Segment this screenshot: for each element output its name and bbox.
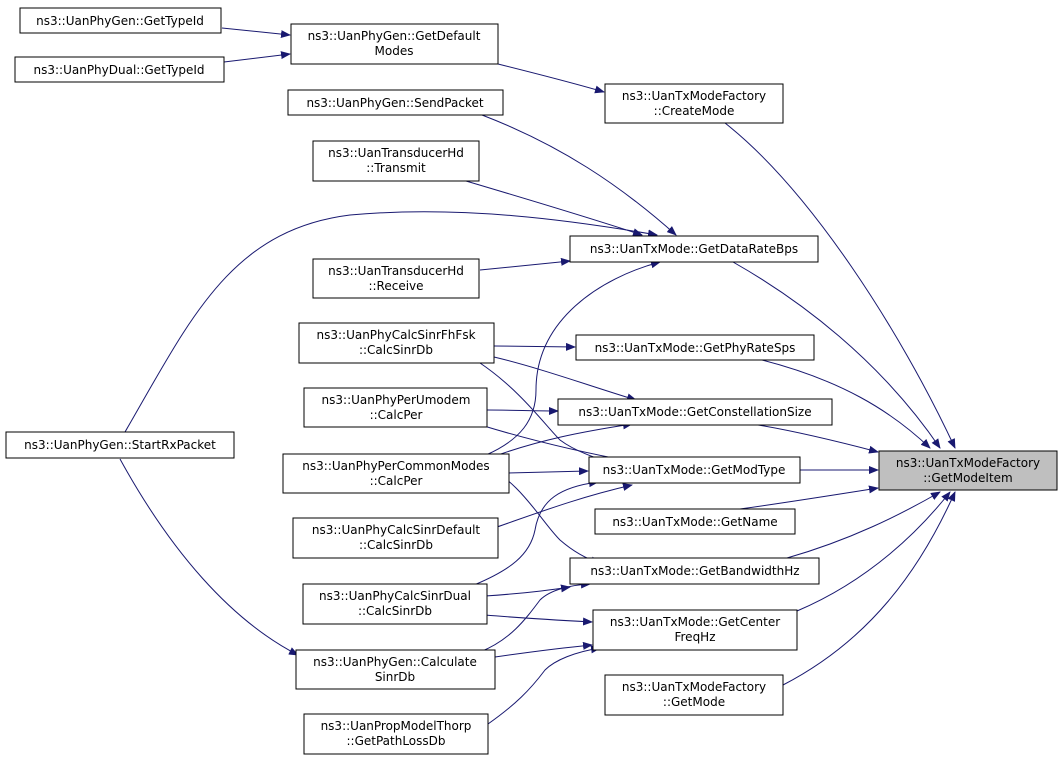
- node-getcenterfreqhz[interactable]: ns3::UanTxMode::GetCenter FreqHz: [592, 609, 798, 651]
- edge-bandwidth-target: [786, 491, 941, 559]
- node-label-line-2: ::CalcSinrDb: [359, 343, 433, 357]
- node-calcsinrdual[interactable]: ns3::UanPhyCalcSinrDual ::CalcSinrDb: [302, 583, 488, 625]
- edge-gtid2-defmodes: [223, 51, 291, 63]
- node-label-line-2: ::CalcPer: [370, 474, 423, 488]
- edge-fhfsk-constsize: [493, 356, 637, 402]
- node-label-line-1: ns3::UanPhyCalcSinrFhFsk: [316, 328, 475, 342]
- node-calcsinrfhfsk[interactable]: ns3::UanPhyCalcSinrFhFsk ::CalcSinrDb: [298, 322, 495, 364]
- node-label: ns3::UanTxMode::GetBandwidthHz: [590, 564, 799, 578]
- node-label-line-1: ns3::UanPhyGen::GetDefault: [308, 29, 481, 43]
- node-label-line-1: ns3::UanPhyCalcSinrDual: [319, 589, 471, 603]
- node-calculatesinrdb[interactable]: ns3::UanPhyGen::Calculate SinrDb: [295, 649, 496, 690]
- edge-common-modtype: [507, 467, 589, 476]
- node-label-line-2: ::CalcSinrDb: [359, 538, 433, 552]
- node-label: ns3::UanPhyGen::SendPacket: [306, 96, 483, 110]
- node-getphyratesps[interactable]: ns3::UanTxMode::GetPhyRateSps: [575, 334, 815, 361]
- edge-sinrdual-modtype: [473, 479, 599, 586]
- node-label: ns3::UanTxMode::GetDataRateBps: [590, 242, 798, 256]
- node-label: ns3::UanTxMode::GetName: [612, 515, 777, 529]
- node-label-line-1: ns3::UanTxMode::GetCenter: [610, 615, 780, 629]
- node-label-line-1: ns3::UanTxModeFactory: [622, 89, 766, 103]
- node-label: ns3::UanPhyGen::GetTypeId: [36, 14, 204, 28]
- node-label-line-2: ::CreateMode: [654, 104, 735, 118]
- node-label: ns3::UanTxMode::GetModType: [603, 463, 786, 477]
- edge-calcsinr-bandwidth: [479, 580, 591, 653]
- node-label-line-1: ns3::UanPhyPerCommonModes: [302, 459, 489, 473]
- node-label-line-2: ::CalcSinrDb: [358, 604, 432, 618]
- node-getconstellationsize[interactable]: ns3::UanTxMode::GetConstellationSize: [557, 398, 833, 426]
- node-layer: ns3::UanTxModeFactory ::GetModeItem ns3:…: [5, 7, 1058, 755]
- edge-sinrdef-modtype: [496, 483, 633, 528]
- node-label-line-2: Modes: [375, 44, 414, 58]
- edge-gtid1-defmodes: [221, 27, 291, 39]
- edge-getmode-target: [782, 491, 956, 686]
- node-label-line-2: ::CalcPer: [370, 408, 423, 422]
- node-label-line-2: ::GetPathLossDb: [346, 734, 445, 748]
- node-propmodelthorp[interactable]: ns3::UanPropModelThorp ::GetPathLossDb: [303, 713, 489, 755]
- node-label: ns3::UanTxMode::GetConstellationSize: [578, 405, 811, 419]
- edge-thorp-center: [487, 645, 601, 725]
- node-sendpacket[interactable]: ns3::UanPhyGen::SendPacket: [287, 89, 504, 116]
- node-label: ns3::UanTxMode::GetPhyRateSps: [595, 341, 796, 355]
- node-label-line-1: ns3::UanTxModeFactory: [896, 456, 1040, 470]
- edge-calcsinr-center: [494, 641, 593, 658]
- node-label-line-1: ns3::UanTxModeFactory: [622, 680, 766, 694]
- node-label-line-2: ::GetModeItem: [923, 471, 1012, 485]
- edge-layer: [119, 27, 956, 725]
- node-label-line-1: ns3::UanPropModelThorp: [321, 719, 472, 733]
- node-transducerhd-receive[interactable]: ns3::UanTransducerHd ::Receive: [312, 258, 480, 299]
- edge-create-target: [724, 122, 956, 449]
- node-label-line-2: ::Receive: [368, 279, 423, 293]
- node-getmodtype[interactable]: ns3::UanTxMode::GetModType: [588, 456, 801, 484]
- edge-sendpkt-datarate: [481, 114, 677, 236]
- node-percommonmodes-calcper[interactable]: ns3::UanPhyPerCommonModes ::CalcPer: [282, 453, 510, 494]
- edge-datarate-target: [732, 261, 941, 449]
- edge-startrx-datarate: [124, 211, 658, 433]
- node-label-line-2: ::Transmit: [366, 161, 426, 175]
- edge-physps-target: [761, 359, 931, 449]
- edge-receive-datarate: [479, 257, 571, 271]
- node-label-line-1: ns3::UanTransducerHd: [328, 146, 464, 160]
- edge-constsize-target: [757, 424, 879, 454]
- edge-name-target: [739, 485, 879, 510]
- node-startrxpacket[interactable]: ns3::UanPhyGen::StartRxPacket: [5, 431, 235, 459]
- node-getdataratebps[interactable]: ns3::UanTxMode::GetDataRateBps: [569, 235, 819, 263]
- edge-center-target: [796, 491, 951, 612]
- edge-startrx-calcsinr: [119, 458, 299, 656]
- node-getdefaultmodes[interactable]: ns3::UanPhyGen::GetDefault Modes: [290, 23, 499, 65]
- node-label-line-1: ns3::UanPhyPerUmodem: [322, 393, 471, 407]
- edge-umodem-constsize: [486, 406, 559, 415]
- node-calcsinrdefault[interactable]: ns3::UanPhyCalcSinrDefault ::CalcSinrDb: [292, 517, 499, 559]
- node-getname[interactable]: ns3::UanTxMode::GetName: [594, 508, 796, 535]
- edge-defmodes-create: [497, 63, 605, 94]
- edge-sinrdual-bandwidth: [484, 584, 571, 597]
- node-label-line-1: ns3::UanTransducerHd: [328, 264, 464, 278]
- node-transducerhd-transmit[interactable]: ns3::UanTransducerHd ::Transmit: [312, 140, 480, 182]
- node-getmodeitem[interactable]: ns3::UanTxModeFactory ::GetModeItem: [878, 450, 1058, 491]
- node-getmode[interactable]: ns3::UanTxModeFactory ::GetMode: [604, 674, 784, 716]
- node-label-line-2: SinrDb: [375, 670, 415, 684]
- node-label: ns3::UanPhyGen::StartRxPacket: [24, 438, 216, 452]
- node-label-line-2: FreqHz: [674, 630, 715, 644]
- node-uanphydual-gettypeid[interactable]: ns3::UanPhyDual::GetTypeId: [14, 56, 225, 83]
- node-uanphygen-gettypeid[interactable]: ns3::UanPhyGen::GetTypeId: [19, 7, 222, 34]
- node-label-line-1: ns3::UanPhyCalcSinrDefault: [312, 523, 481, 537]
- node-perumodem-calcper[interactable]: ns3::UanPhyPerUmodem ::CalcPer: [303, 387, 488, 428]
- edge-common-constsize: [494, 421, 633, 457]
- node-getbandwidthhz[interactable]: ns3::UanTxMode::GetBandwidthHz: [569, 557, 820, 585]
- edge-transmit-datarate: [465, 180, 643, 237]
- node-createmode[interactable]: ns3::UanTxModeFactory ::CreateMode: [604, 83, 784, 124]
- node-label-line-2: ::GetMode: [663, 695, 725, 709]
- edge-fhfsk-physps: [493, 342, 576, 351]
- node-label-line-1: ns3::UanPhyGen::Calculate: [313, 655, 477, 669]
- node-label: ns3::UanPhyDual::GetTypeId: [34, 63, 205, 77]
- edge-sinrdual-center: [484, 614, 593, 626]
